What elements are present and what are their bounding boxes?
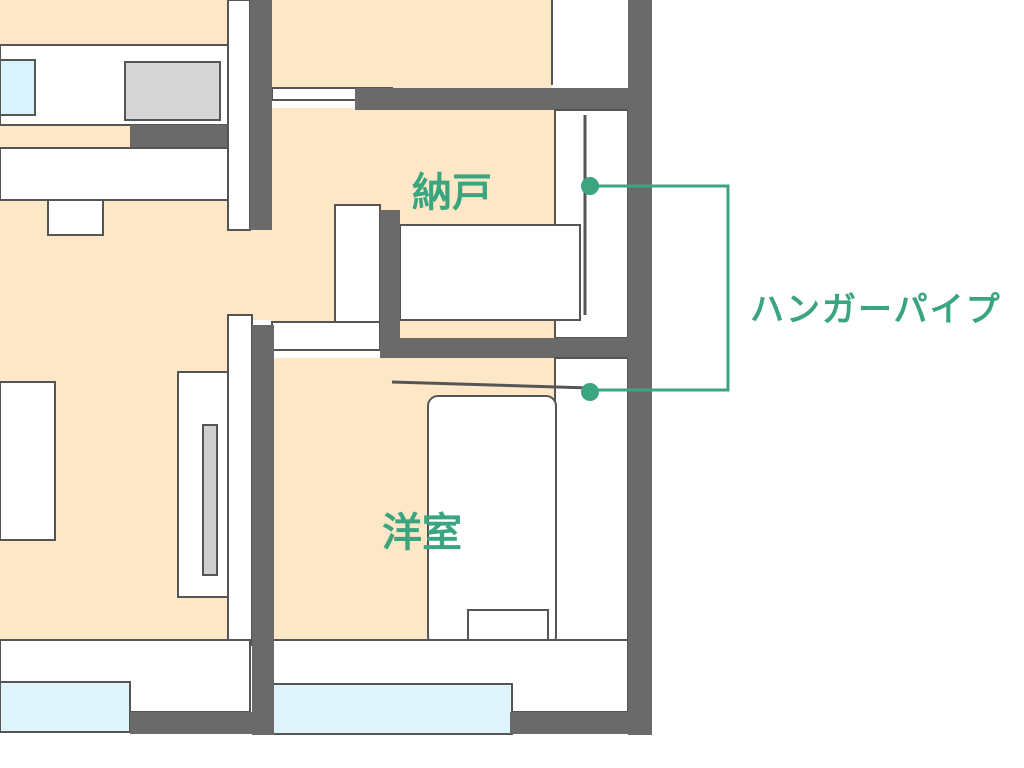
callout-label-hanger-pipe: ハンガーパイプ [750,290,1002,330]
wall [380,210,400,358]
stool [47,199,104,236]
room-label-storage: 納戸 [412,170,492,216]
callout-dot [581,177,599,195]
wall-center-bottom [252,325,274,735]
floor-top-room [272,0,552,88]
appliance [124,61,221,121]
wall [380,338,652,358]
wall-bottom-right [510,712,652,734]
hanger-pipe-room [391,380,591,390]
room-closet [554,357,629,649]
counter-lower [0,147,236,201]
wall-bottom-left [130,712,252,734]
storage-shelf [399,224,581,321]
window [0,681,131,733]
callout-dot [581,383,599,401]
storage-door-area [271,321,381,351]
wall-right [628,0,652,735]
storage-block [334,204,381,326]
table [0,381,56,541]
top-closet [552,0,628,85]
window [271,683,513,735]
floor-hall [250,220,280,320]
room-label-western-room: 洋室 [382,510,462,556]
wall-center-top [250,0,272,230]
tv [202,424,218,576]
wall [130,125,250,147]
wall-stub [227,0,251,231]
wall-stub-lower [227,314,253,646]
sink [0,59,36,116]
wall [355,88,630,110]
callout-bracket [590,184,730,392]
